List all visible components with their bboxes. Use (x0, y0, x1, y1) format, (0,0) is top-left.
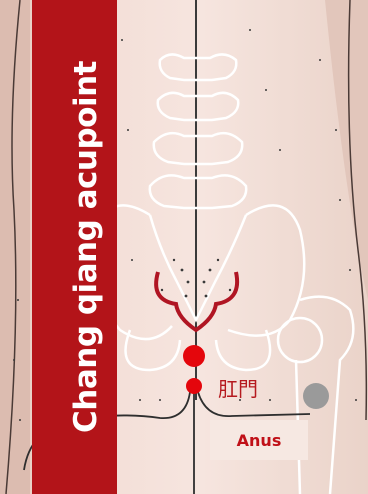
right-body-shadow (325, 0, 368, 300)
side-banner: Chang qiang acupoint (32, 0, 117, 494)
red-dot-icon (186, 378, 202, 394)
gray-dot-icon (303, 383, 329, 409)
cjk-anus-label: 肛門 (218, 373, 258, 402)
lumbar-vertebrae (150, 54, 246, 208)
anus-label: Anus (237, 431, 282, 450)
banner-title: Chang qiang acupoint (68, 61, 104, 433)
red-dot-icon (183, 345, 205, 367)
anus-label-box: Anus (210, 420, 308, 460)
